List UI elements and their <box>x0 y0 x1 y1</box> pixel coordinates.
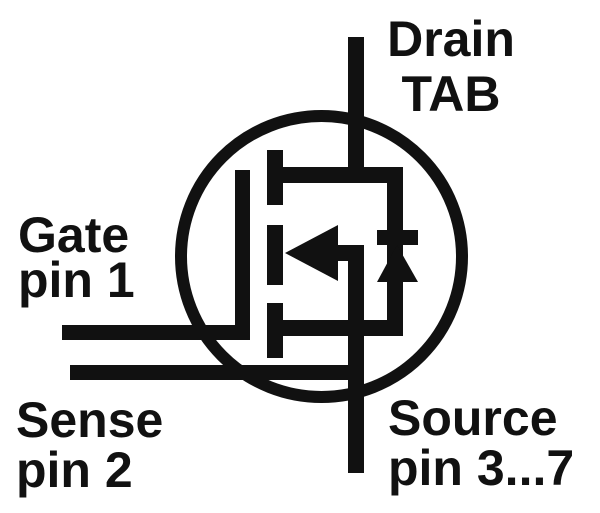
gate-label-pin: pin 1 <box>18 252 135 308</box>
drain-rail-line <box>270 167 403 183</box>
source-label-name: Source <box>388 390 558 446</box>
sense-label-pin: pin 2 <box>16 442 133 498</box>
channel-segment-body <box>267 225 283 285</box>
body-diode-anode-icon <box>377 245 418 282</box>
gate-label-name: Gate <box>18 207 130 263</box>
source-rail-line <box>270 320 403 336</box>
gate-electrode-bar <box>235 170 250 340</box>
nchannel-arrow-icon <box>285 225 338 281</box>
source-lead-line <box>348 245 364 473</box>
drain-label: Drain TAB <box>385 12 517 122</box>
drain-label-name: Drain <box>387 11 515 67</box>
sense-label-name: Sense <box>16 392 164 448</box>
source-label: Source pin 3...7 <box>388 393 574 493</box>
gate-lead-line <box>62 325 250 340</box>
body-diode-cathode-bar <box>377 230 418 245</box>
source-label-pin: pin 3...7 <box>388 440 575 496</box>
drain-lead-line <box>348 37 364 183</box>
drain-label-pin: TAB <box>401 66 501 122</box>
sense-label: Sense pin 2 <box>16 395 163 495</box>
gate-label: Gate pin 1 <box>18 207 135 308</box>
body-connector-line <box>334 245 364 261</box>
sense-lead-line <box>70 365 348 380</box>
